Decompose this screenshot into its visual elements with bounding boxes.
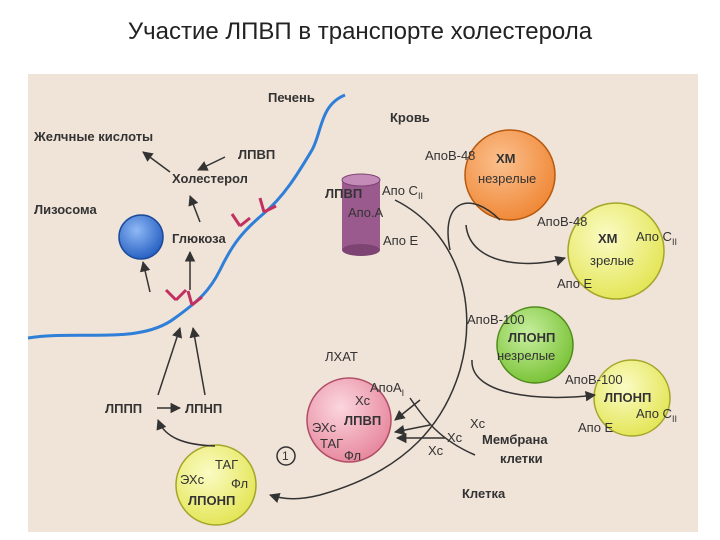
label-apo-b100-1: АпоВ-100 xyxy=(467,312,525,327)
label-apo-e-vldl: Апо Е xyxy=(578,420,614,435)
label-liver: Печень xyxy=(268,90,315,105)
slide-title: Участие ЛПВП в транспорте холестерола xyxy=(127,18,593,45)
label-bile-acids: Желчные кислоты xyxy=(33,129,153,144)
lysosome-icon xyxy=(118,214,164,260)
label-idl: ЛППП xyxy=(105,401,142,416)
label-vldl-immature-title: ЛПОНП xyxy=(508,330,555,345)
label-apo-a-hdl: АпоАI xyxy=(370,380,404,398)
label-exc-hdl: ЭХс xyxy=(312,420,337,435)
label-xc-hdl: Хс xyxy=(355,393,371,408)
hm-immature-icon xyxy=(464,129,556,221)
label-vldl-immature-sub: незрелые xyxy=(497,348,555,363)
label-tag-hdl: ТАГ xyxy=(320,436,343,451)
label-xc-m1: Хс xyxy=(470,416,486,431)
label-xc-m3: Хс xyxy=(428,443,444,458)
label-tag-vldl: ТАГ xyxy=(215,457,238,472)
label-ldl: ЛПНП xyxy=(185,401,222,416)
label-membrane: Мембрана xyxy=(482,432,548,447)
label-lysosome: Лизосома xyxy=(34,202,97,217)
label-fl-hdl: Фл xyxy=(344,448,361,463)
label-hdl-cyl: ЛПВП xyxy=(325,186,362,201)
label-cholesterol: Холестерол xyxy=(172,171,248,186)
label-apo-b48-2: АпоВ-48 xyxy=(537,214,587,229)
label-hdl-top: ЛПВП xyxy=(238,147,275,162)
label-apo-c-cyl: Апо СII xyxy=(382,183,423,201)
cell-membrane xyxy=(409,397,476,456)
label-hdl-center: ЛПВП xyxy=(344,413,381,428)
label-apo-b100-2: АпоВ-100 xyxy=(565,372,623,387)
step-1-icon xyxy=(276,446,296,466)
label-glucose: Глюкоза xyxy=(172,231,226,246)
label-hm-immature-sub: незрелые xyxy=(478,171,536,186)
label-apo-e-hm: Апо Е xyxy=(557,276,593,291)
label-apo-b48-1: АпоВ-48 xyxy=(425,148,475,163)
label-apo-a-cyl: Апо.А xyxy=(348,205,384,220)
transport-loop xyxy=(269,199,468,503)
hdl-sphere-icon xyxy=(306,377,392,463)
label-blood: Кровь xyxy=(390,110,430,125)
label-vldl-bottom: ЛПОНП xyxy=(188,493,235,508)
label-hm-immature-title: ХМ xyxy=(496,151,516,166)
label-xc-m2: Хс xyxy=(447,430,463,445)
label-apo-e-cyl: Апо Е xyxy=(383,233,419,248)
label-exc-vldl: ЭХс xyxy=(180,472,205,487)
vldl-immature-icon xyxy=(496,306,574,384)
receptor-icon xyxy=(164,197,277,307)
label-vldl-mature-title: ЛПОНП xyxy=(604,390,651,405)
label-step-1: 1 xyxy=(282,449,289,463)
label-apo-c-vldl: Апо СII xyxy=(636,406,677,424)
vldl-bottom-icon xyxy=(175,444,257,526)
liver-membrane xyxy=(27,93,346,340)
arrows xyxy=(140,151,597,447)
label-hm-mature-title: ХМ xyxy=(598,231,618,246)
label-apo-c-hm: Апо СII xyxy=(636,229,677,247)
hdl-cylinder-icon xyxy=(341,173,381,256)
label-membrane-2: клетки xyxy=(500,451,543,466)
label-fl-vldl: Фл xyxy=(231,476,248,491)
label-hm-mature-sub: зрелые xyxy=(590,253,634,268)
hm-mature-icon xyxy=(567,202,665,300)
label-cell: Клетка xyxy=(462,486,506,501)
label-lcat: ЛХАТ xyxy=(325,349,358,364)
